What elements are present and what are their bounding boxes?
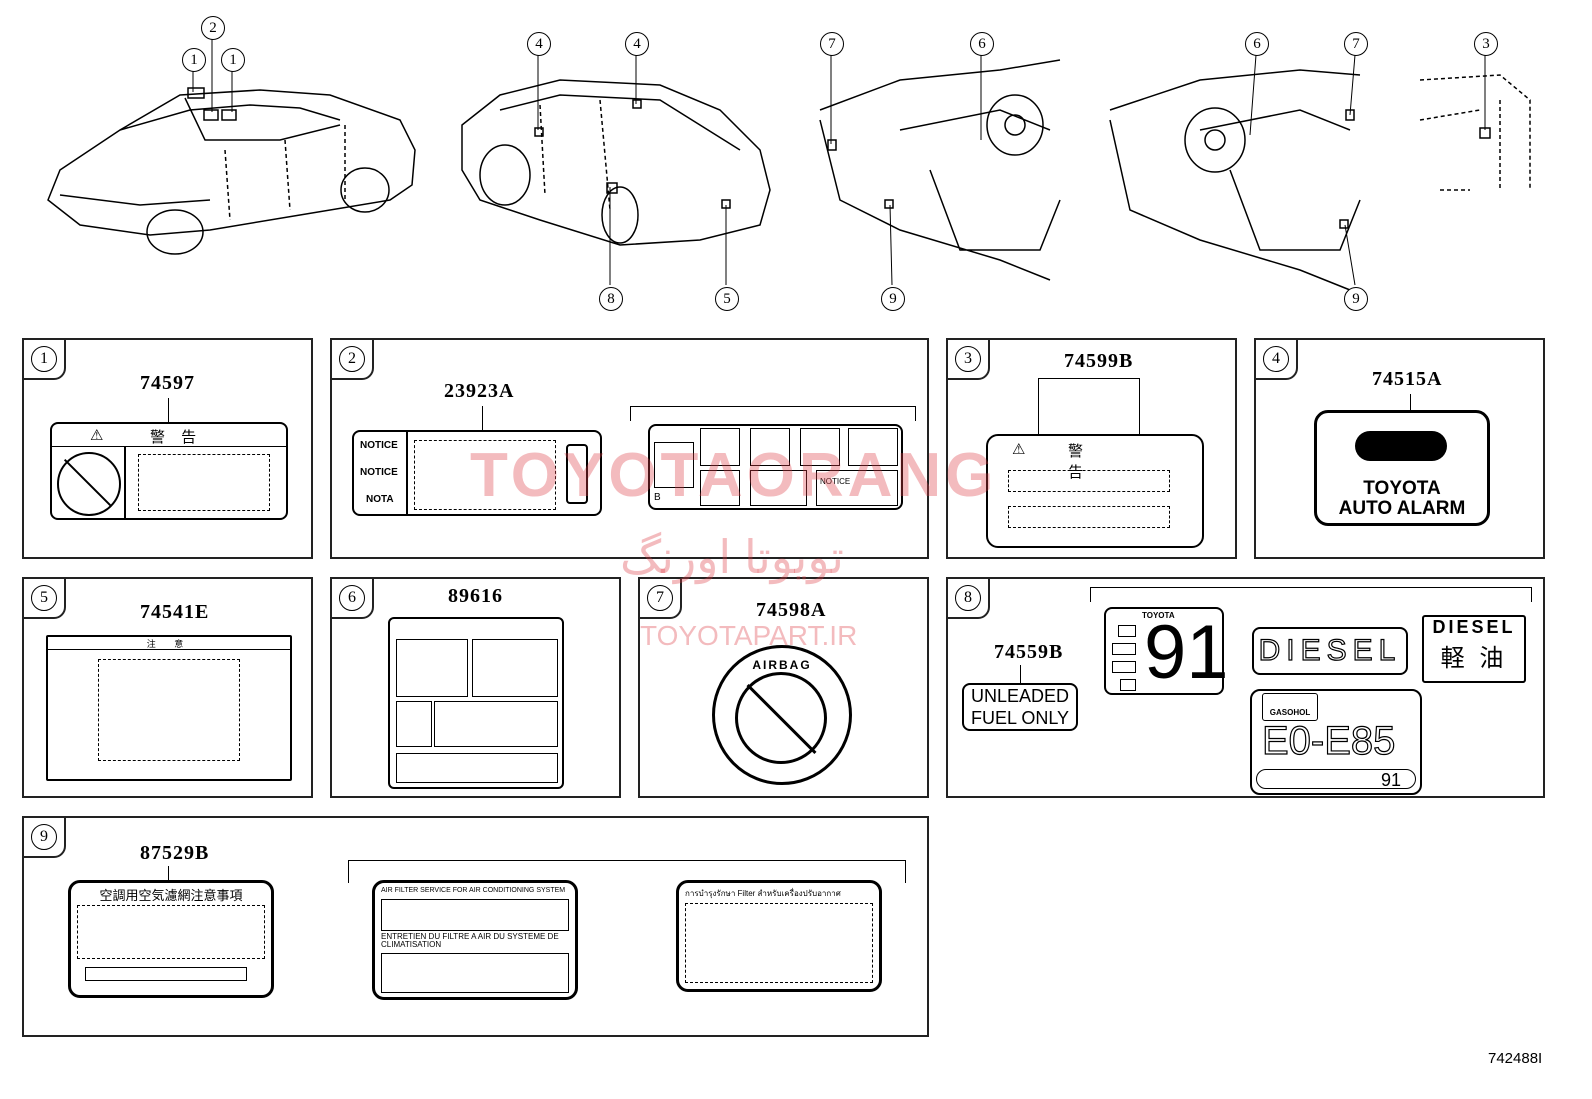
gasohol-text: GASOHOL	[1262, 693, 1318, 721]
warning-label: ⚠ 警 告	[986, 434, 1204, 548]
panel-number: 5	[31, 585, 57, 611]
diesel-jp-text: 軽 油	[1440, 645, 1508, 672]
label-title-fr: ENTRETIEN DU FILTRE A AIR DU SYSTEME DE …	[381, 932, 559, 949]
warning-triangle-icon: ⚠	[90, 427, 104, 444]
callout-7: 7	[1344, 32, 1368, 56]
warning-label: ⚠ 警 告	[50, 422, 288, 520]
panel-number: 1	[31, 346, 57, 372]
part-number[interactable]: 89616	[448, 585, 503, 607]
airbag-text: AIRBAG	[752, 658, 812, 672]
label-title: การบำรุงรักษา Filter สำหรับเครื่องปรับอา…	[685, 889, 841, 898]
brand-text: TOYOTA	[1142, 611, 1175, 620]
octane-number: 91	[1144, 610, 1229, 695]
callout-1: 1	[221, 48, 245, 72]
callout-6: 6	[970, 32, 994, 56]
panel-number: 6	[339, 585, 365, 611]
variant-letter: B	[654, 492, 661, 503]
callout-3: 3	[1474, 32, 1498, 56]
panel-8: 8 74559B UNLEADED FUEL ONLY TOYOTA 91 DI…	[946, 577, 1545, 798]
part-number[interactable]: 74541E	[140, 601, 210, 623]
panel-number: 8	[955, 585, 981, 611]
callout-2: 2	[201, 16, 225, 40]
panel-number: 3	[955, 346, 981, 372]
no-child-seat-icon	[57, 452, 121, 516]
callout-7: 7	[820, 32, 844, 56]
panel-6: 6 89616	[330, 577, 621, 798]
panel-2: 2 23923A NOTICE NOTICE NOTA B NOTICE	[330, 338, 929, 559]
part-number[interactable]: 74597	[140, 372, 195, 394]
part-number[interactable]: 74515A	[1372, 368, 1443, 390]
diesel-text: DIESEL	[1432, 617, 1516, 637]
instruction-label	[388, 617, 564, 789]
airbag-label: AIRBAG	[712, 645, 852, 785]
callout-6: 6	[1245, 32, 1269, 56]
caution-label: 注 意	[46, 635, 292, 781]
label-title: 警 告	[150, 429, 203, 446]
no-child-seat-icon	[735, 672, 827, 764]
label-line-1: UNLEADED	[970, 686, 1070, 706]
callout-1: 1	[182, 48, 206, 72]
notice-text: NOTICE	[820, 477, 851, 486]
label-line-2: AUTO ALARM	[1338, 498, 1466, 519]
callout-5: 5	[715, 287, 739, 311]
fuel-pump-icon	[654, 442, 694, 488]
panel-number: 4	[1263, 346, 1289, 372]
car-rear-view	[461, 79, 771, 246]
part-number[interactable]: 23923A	[444, 380, 515, 402]
figure-id: 742488I	[1488, 1050, 1543, 1067]
callout-4: 4	[527, 32, 551, 56]
callout-leaders	[192, 38, 1486, 286]
callout-8: 8	[599, 287, 623, 311]
label-title: 空調用空気濾網注意事項	[99, 888, 243, 903]
dashboard-rhd-view	[1109, 69, 1361, 291]
gasohol-label: GASOHOL E0-E85 91	[1250, 689, 1422, 795]
label-title: 警 告	[1068, 443, 1136, 481]
panel-5: 5 74541E 注 意	[22, 577, 313, 798]
car-front-view	[47, 87, 416, 255]
panel-number: 2	[339, 346, 365, 372]
label-line-1: TOYOTA	[1363, 478, 1441, 499]
label-line-2: FUEL ONLY	[970, 708, 1070, 728]
diesel-text: DIESEL	[1258, 633, 1402, 667]
diesel-jp-label: DIESEL 軽 油	[1422, 615, 1526, 683]
alarm-car-icon	[1355, 431, 1447, 461]
air-filter-label-th: การบำรุงรักษา Filter สำหรับเครื่องปรับอา…	[676, 880, 882, 992]
part-number[interactable]: 87529B	[140, 842, 210, 864]
dashboard-lhd-view	[819, 59, 1061, 281]
vehicle-illustrations	[47, 38, 1531, 291]
ethanol-range-text: E0-E85	[1261, 718, 1396, 763]
fuel-injector-notice-label: NOTICE NOTICE NOTA	[352, 430, 602, 516]
panel-number: 9	[31, 824, 57, 850]
part-number[interactable]: 74559B	[994, 641, 1064, 663]
notice-text: NOTICE	[360, 440, 398, 451]
callout-4: 4	[625, 32, 649, 56]
panel-1: 1 74597 ⚠ 警 告	[22, 338, 313, 559]
callout-9: 9	[1344, 287, 1368, 311]
notice-text: NOTICE	[360, 467, 398, 478]
panel-7: 7 74598A AIRBAG	[638, 577, 929, 798]
label-title: AIR FILTER SERVICE FOR AIR CONDITIONING …	[381, 887, 566, 894]
label-title: 注 意	[48, 637, 290, 650]
dashboard-partial-view	[1419, 74, 1531, 191]
part-number[interactable]: 74599B	[1064, 350, 1134, 372]
fuel-procedure-label: B NOTICE	[648, 424, 903, 510]
octane-91-label: TOYOTA 91	[1104, 607, 1229, 695]
unleaded-fuel-label: UNLEADED FUEL ONLY	[962, 683, 1078, 731]
panel-9: 9 87529B 空調用空気濾網注意事項 AIR FILTER SERVICE …	[22, 816, 929, 1037]
air-filter-label-jp: 空調用空気濾網注意事項	[68, 880, 274, 998]
warning-triangle-icon: ⚠	[1012, 441, 1026, 458]
callout-9: 9	[881, 287, 905, 311]
panel-number: 7	[647, 585, 673, 611]
panel-4: 4 74515A TOYOTA AUTO ALARM	[1254, 338, 1545, 559]
panel-3: 3 74599B ⚠ 警 告	[946, 338, 1237, 559]
air-filter-label-en-fr: AIR FILTER SERVICE FOR AIR CONDITIONING …	[372, 880, 578, 1000]
injector-icon	[566, 444, 588, 504]
nota-text: NOTA	[366, 494, 394, 505]
diesel-label: DIESEL	[1252, 627, 1408, 675]
part-number[interactable]: 74598A	[756, 599, 827, 621]
octane-number: 91	[1256, 769, 1416, 790]
auto-alarm-label: TOYOTA AUTO ALARM	[1314, 410, 1490, 526]
